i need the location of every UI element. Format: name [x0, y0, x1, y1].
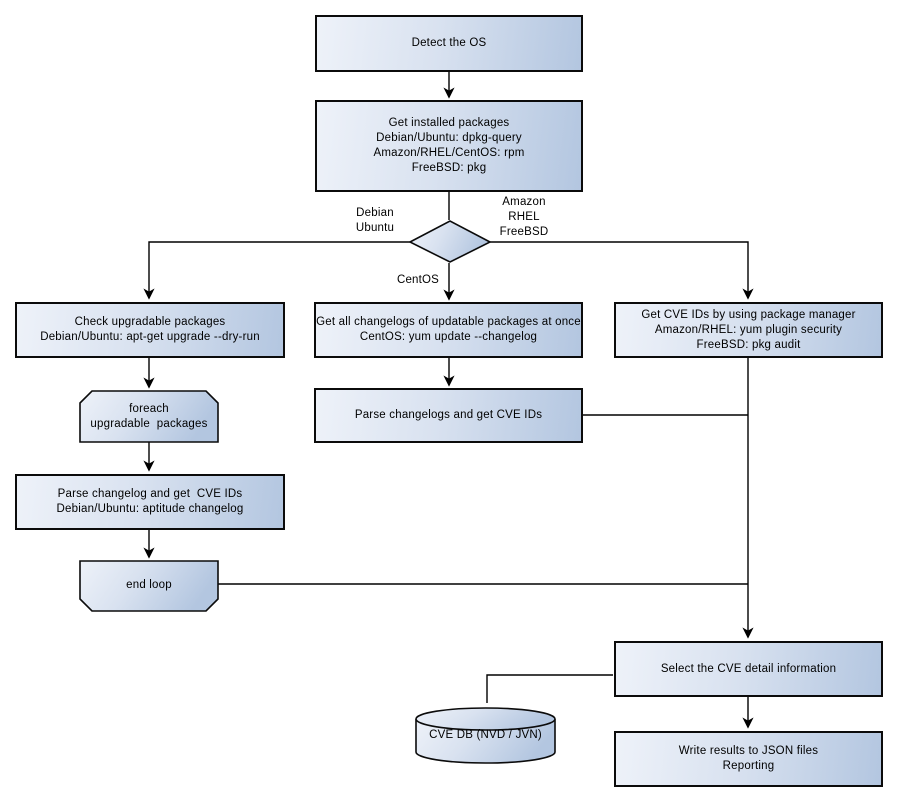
cve-db-cylinder-body	[415, 719, 556, 764]
cve-db-label: CVE DB (NVD / JVN)	[429, 728, 542, 741]
node-write-results: Write results to JSON files Reporting	[614, 731, 883, 787]
loop-begin-shape	[79, 390, 219, 443]
edge-label-centos: CentOS	[396, 274, 440, 286]
decision-diamond	[408, 220, 492, 263]
loop-end-shape	[79, 560, 219, 612]
edge-label-debian-ubuntu: Debian Ubuntu	[355, 207, 395, 234]
node-check-upgradable-packages: Check upgradable packages Debian/Ubuntu:…	[15, 302, 285, 358]
node-select-cve-detail: Select the CVE detail information	[614, 641, 883, 697]
cve-db-cylinder-top	[415, 707, 556, 731]
node-get-cve-ids-pkg-manager: Get CVE IDs by using package manager Ama…	[614, 302, 883, 358]
node-detect-os: Detect the OS	[315, 15, 583, 72]
node-get-installed-packages: Get installed packages Debian/Ubuntu: dp…	[315, 100, 583, 192]
node-get-all-changelogs: Get all changelogs of updatable packages…	[314, 302, 583, 358]
edge-cve-db-to-select	[486, 674, 613, 703]
edge-decision-to-check-upgradable	[143, 241, 410, 300]
node-parse-changelogs-centos: Parse changelogs and get CVE IDs	[314, 388, 583, 443]
node-parse-changelog-debian: Parse changelog and get CVE IDs Debian/U…	[15, 474, 285, 530]
loop-end-label: end loop	[126, 579, 172, 591]
edge-decision-to-get-cve-ids	[490, 241, 754, 300]
edge-label-amazon-rhel-freebsd: Amazon RHEL FreeBSD	[499, 196, 549, 238]
loop-begin-label: foreach upgradable packages	[90, 402, 208, 430]
